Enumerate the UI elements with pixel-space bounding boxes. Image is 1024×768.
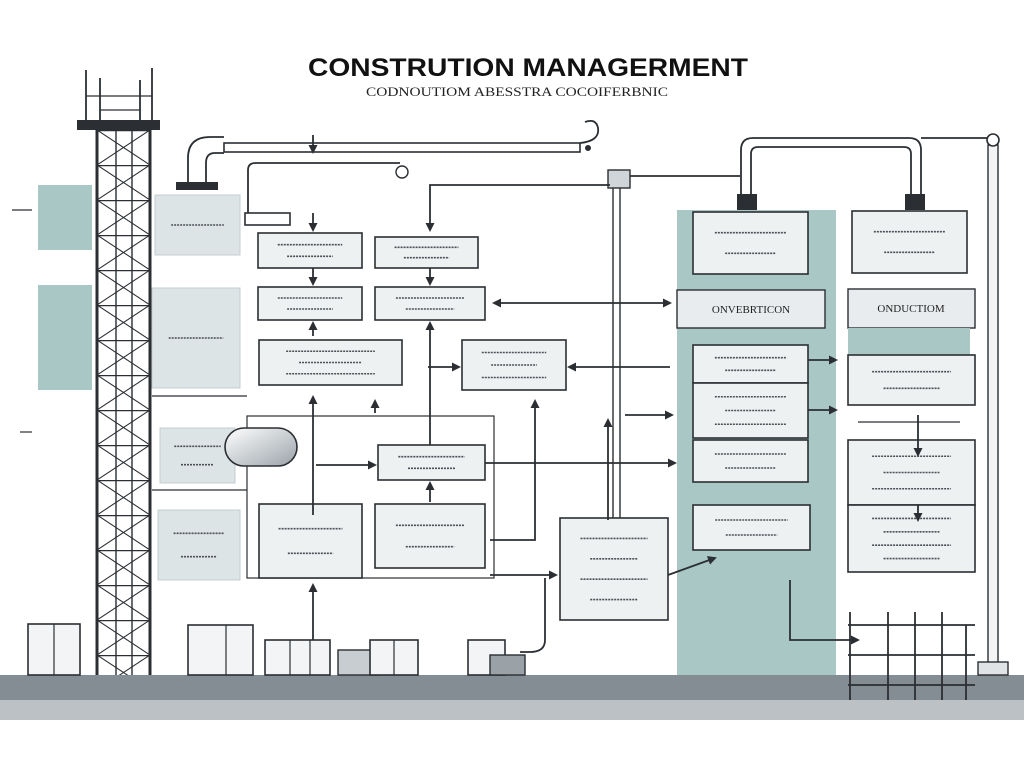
tower-side-card <box>159 427 236 484</box>
duct-base <box>176 182 218 190</box>
storage-tank-icon <box>224 427 298 467</box>
central-pipe-cap <box>607 169 631 189</box>
scaffold-icon <box>848 612 975 700</box>
process-card <box>847 439 976 506</box>
conduction-teal-strip <box>848 328 970 355</box>
utility-pole-icon <box>977 133 1009 676</box>
page-subtitle: CODNOUTIOM ABESSTRA COCOIFERBNIC <box>366 84 668 99</box>
pipe-fitting <box>905 194 925 210</box>
flow-box <box>461 339 567 391</box>
process-card <box>692 382 809 439</box>
pipe-hook <box>579 119 600 144</box>
feed-device <box>244 212 291 226</box>
tower-side-card <box>157 509 241 581</box>
pipe-valve <box>585 145 591 151</box>
tower-lattice <box>97 130 150 675</box>
pipe-fitting <box>737 194 757 210</box>
tower-side-card <box>154 194 241 256</box>
building <box>264 639 331 676</box>
flow-box <box>377 444 486 481</box>
process-card <box>847 504 976 573</box>
conduction-label: ONDUCTIOM <box>877 303 944 315</box>
flow-box <box>374 286 486 321</box>
pipe-icon <box>176 119 600 190</box>
arrow <box>667 556 717 576</box>
drain-pipe <box>520 578 546 653</box>
process-card <box>692 211 809 275</box>
ground-slab <box>0 675 1024 700</box>
crane-tower-icon <box>77 68 160 675</box>
flow-box <box>257 286 363 321</box>
process-card <box>692 504 811 551</box>
duct-inner <box>205 152 224 183</box>
overhead-pipe-inner <box>750 146 912 196</box>
flow-box <box>258 503 363 579</box>
left-process-block: ONVEBRTICON <box>676 210 836 675</box>
process-card <box>847 354 976 406</box>
flow-group-frame <box>246 415 495 579</box>
flow-box <box>559 517 669 621</box>
feed-sensor <box>395 165 409 179</box>
flow-arrows <box>308 135 923 653</box>
pole-base <box>977 661 1009 676</box>
arrow <box>789 580 860 645</box>
process-card <box>851 210 968 274</box>
tower-side-card <box>151 287 241 389</box>
flow-box <box>374 503 486 569</box>
process-card <box>692 344 809 384</box>
overhead-pipe-outer <box>740 137 922 196</box>
page-title: CONSTRUTION MANAGERMENT <box>308 54 748 82</box>
left-teal-panel-top <box>38 185 92 250</box>
right-process-block: ONDUCTIOM <box>847 210 976 573</box>
site-buildings <box>27 623 526 676</box>
flow-box <box>374 236 479 269</box>
process-label-box <box>676 289 826 329</box>
building <box>489 654 526 676</box>
conduction-label-box <box>847 288 976 329</box>
process-card <box>692 439 809 483</box>
ground-base <box>0 700 1024 720</box>
left-teal-panel-bottom <box>38 285 92 390</box>
arrow <box>425 184 610 232</box>
left-side-panels <box>12 185 247 491</box>
arrow <box>490 399 540 541</box>
tower-platform <box>77 120 160 130</box>
overhead-pipe <box>737 137 988 210</box>
building <box>187 624 254 676</box>
duct-outer <box>187 136 224 183</box>
central-pipe <box>612 184 621 521</box>
feed-line <box>247 162 400 215</box>
process-label: ONVEBRTICON <box>712 304 790 316</box>
pole-shaft <box>987 144 999 666</box>
flow-box <box>258 339 403 386</box>
pole-knob <box>986 133 1000 147</box>
duct-main-pipe <box>223 142 581 153</box>
flow-box <box>257 232 363 269</box>
